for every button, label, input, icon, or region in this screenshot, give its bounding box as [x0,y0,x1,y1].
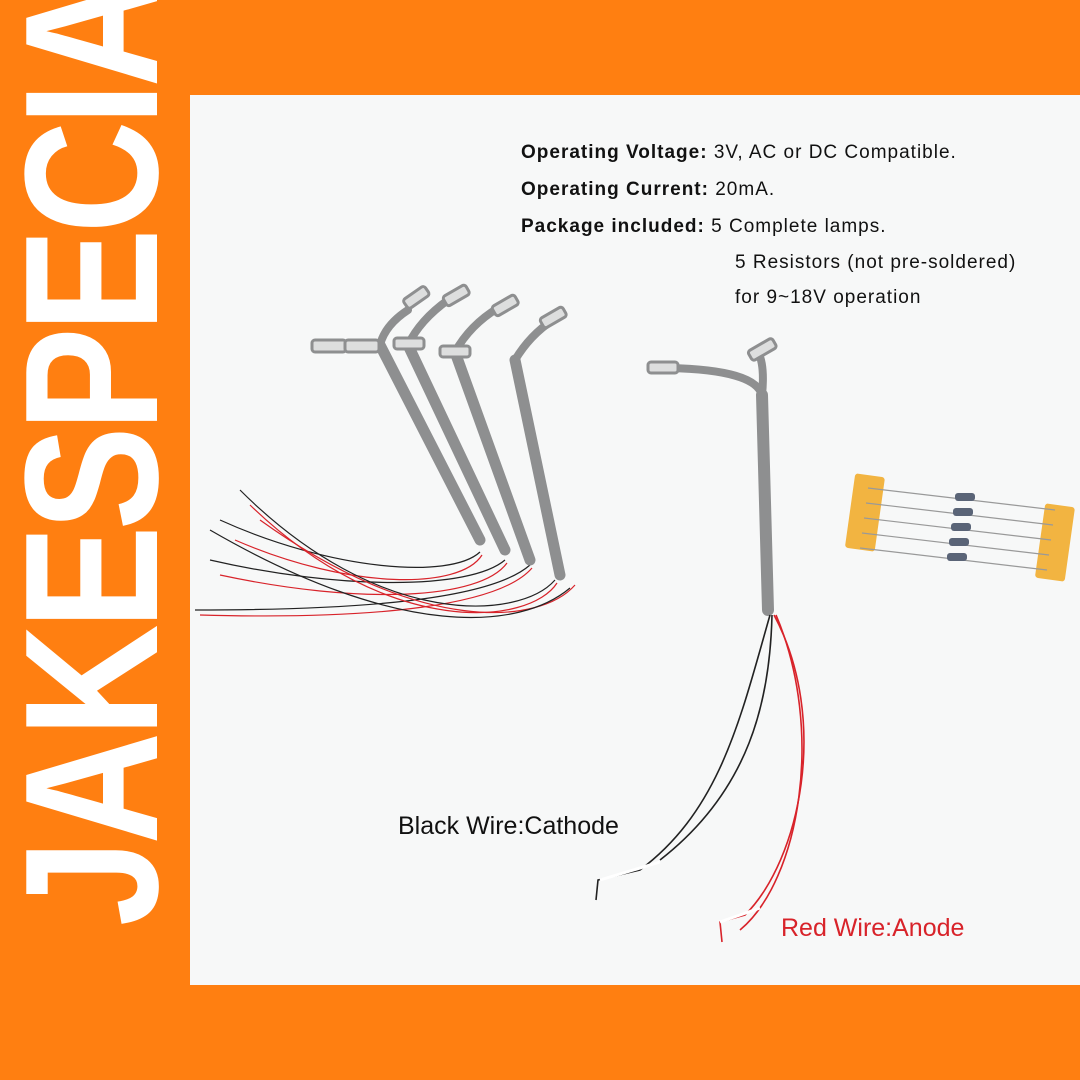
spec-package-line-1: 5 Complete lamps. [711,216,887,237]
spec-package-label: Package included: [521,216,705,237]
spec-operating-voltage: Operating Voltage: 3V, AC or DC Compatib… [521,142,957,164]
single-lamp-head-left [646,360,680,375]
red-wire-label: Red Wire:Anode [781,914,965,942]
spec-voltage-label: Operating Voltage: [521,142,708,163]
lamp-group-wires [194,489,576,619]
black-wire-label: Black Wire:Cathode [398,812,619,840]
single-lamp [666,348,774,616]
product-photo-panel [190,95,1080,985]
spec-package-line-3: for 9~18V operation [735,287,922,308]
spec-package-included: Package included: 5 Complete lamps. [521,216,887,238]
spec-operating-current: Operating Current: 20mA. [521,179,775,201]
spec-current-value: 20mA. [715,179,776,200]
spec-package-line-2: 5 Resistors (not pre-soldered) [735,252,1017,273]
resistor-tape-left [845,473,885,552]
single-lamp-head-right [746,337,778,362]
spec-voltage-value: 3V, AC or DC Compatible. [713,142,957,163]
resistor-pack [845,473,1075,582]
single-lamp-wires [595,614,805,943]
resistor-tape-right [1035,503,1075,582]
lamp-group-heads [310,283,568,359]
spec-current-label: Operating Current: [521,179,709,200]
